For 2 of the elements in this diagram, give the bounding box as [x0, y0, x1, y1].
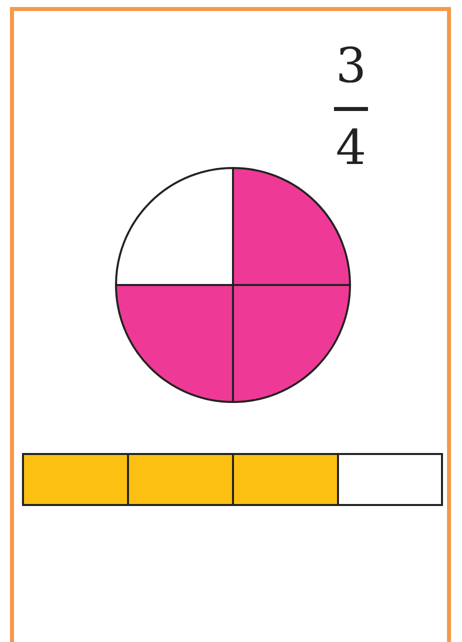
- fraction-numerator: 3: [334, 38, 368, 94]
- fraction-denominator: 4: [334, 120, 368, 176]
